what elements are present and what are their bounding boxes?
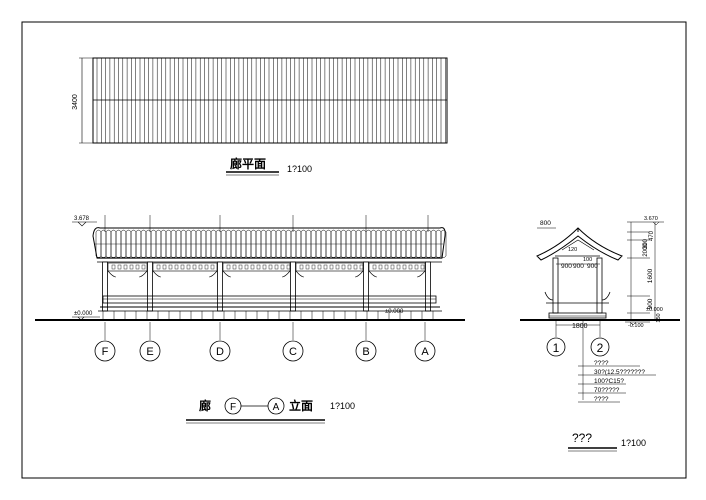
column (290, 261, 296, 312)
roof-tile-hatch (96, 58, 446, 143)
ground-level: ±0.000 (74, 311, 93, 317)
section-column-left (552, 257, 559, 314)
axis-label: E (146, 346, 153, 358)
axis-bubble (355, 340, 377, 362)
dim-150: 150 (656, 313, 662, 322)
dim-2000: 2000 (643, 243, 649, 257)
plan-view: 3400 廊平面 1?100 (72, 57, 448, 176)
elevation-view: 3.678 ±0.000 ±0.000 F E D C B A 廊 F A 立面 1?10… (35, 215, 465, 424)
section-view: 800 120 100 900 900 900 1800 300 470 200… (520, 216, 680, 452)
dim-470: 470 (649, 230, 655, 241)
axis-label: A (421, 346, 429, 358)
note-3: 100?C15? (594, 378, 624, 385)
top-level: 3.670 (644, 216, 658, 222)
axis-bubble (139, 340, 161, 362)
section-ground-level: -0.100 (628, 323, 644, 329)
section-title: ??? (572, 431, 592, 445)
note-2: 30?(12.5??????? (594, 369, 645, 376)
note-4: 70????? (594, 387, 620, 394)
axis-bubble (209, 340, 231, 362)
axis-label: C (289, 346, 297, 358)
plan-width-dim: 3400 (72, 94, 79, 110)
plan-outline (92, 57, 448, 144)
dim-100: 100 (583, 257, 592, 263)
column (363, 261, 369, 312)
dim-900-height: 900 (647, 298, 654, 309)
section-scale: 1?100 (621, 438, 646, 448)
axis-label: F (102, 346, 109, 358)
axis-label: D (216, 346, 224, 358)
elevation-axis-end: A (273, 402, 280, 413)
axis-bubble (414, 340, 436, 362)
sheet-border (21, 21, 687, 479)
plan-scale: 1?100 (287, 164, 312, 174)
elevation-title-suffix: 立面 (289, 398, 313, 413)
dim-900a: 900 (561, 263, 572, 270)
plinth-blocks (102, 311, 434, 319)
dim-120: 120 (568, 247, 577, 253)
section-axis-1: 1 (553, 341, 560, 355)
column (425, 261, 431, 312)
elevation-axis-start: F (230, 402, 236, 413)
axis-bubble (94, 340, 116, 362)
elevation-title-prefix: 廊 (199, 398, 211, 413)
dim-900b: 900 (573, 263, 584, 270)
columns (102, 215, 431, 312)
column (217, 261, 223, 312)
dim-900c: 900 (587, 263, 598, 270)
axis-bubble (282, 340, 304, 362)
bench-railing (102, 295, 437, 304)
elevation-scale: 1?100 (330, 401, 355, 411)
section-floor-level: ±0.000 (646, 307, 663, 313)
column (147, 261, 153, 312)
roof-tile-pattern (95, 229, 447, 258)
note-1: ???? (594, 360, 609, 367)
column (102, 261, 108, 312)
lattice-friezes (107, 262, 426, 278)
roof-level: 3.678 (74, 216, 90, 222)
note-5: ???? (594, 396, 609, 403)
section-axis-2: 2 (597, 341, 604, 355)
axis-label: B (362, 346, 369, 358)
dim-1600: 1600 (647, 268, 654, 283)
dim-eave: 800 (540, 220, 551, 227)
dim-span: 1800 (572, 323, 588, 330)
floor-level: ±0.000 (385, 309, 404, 315)
section-roof (536, 227, 623, 261)
plan-title: 廊平面 (230, 156, 266, 171)
dim-300: 300 (643, 238, 649, 249)
